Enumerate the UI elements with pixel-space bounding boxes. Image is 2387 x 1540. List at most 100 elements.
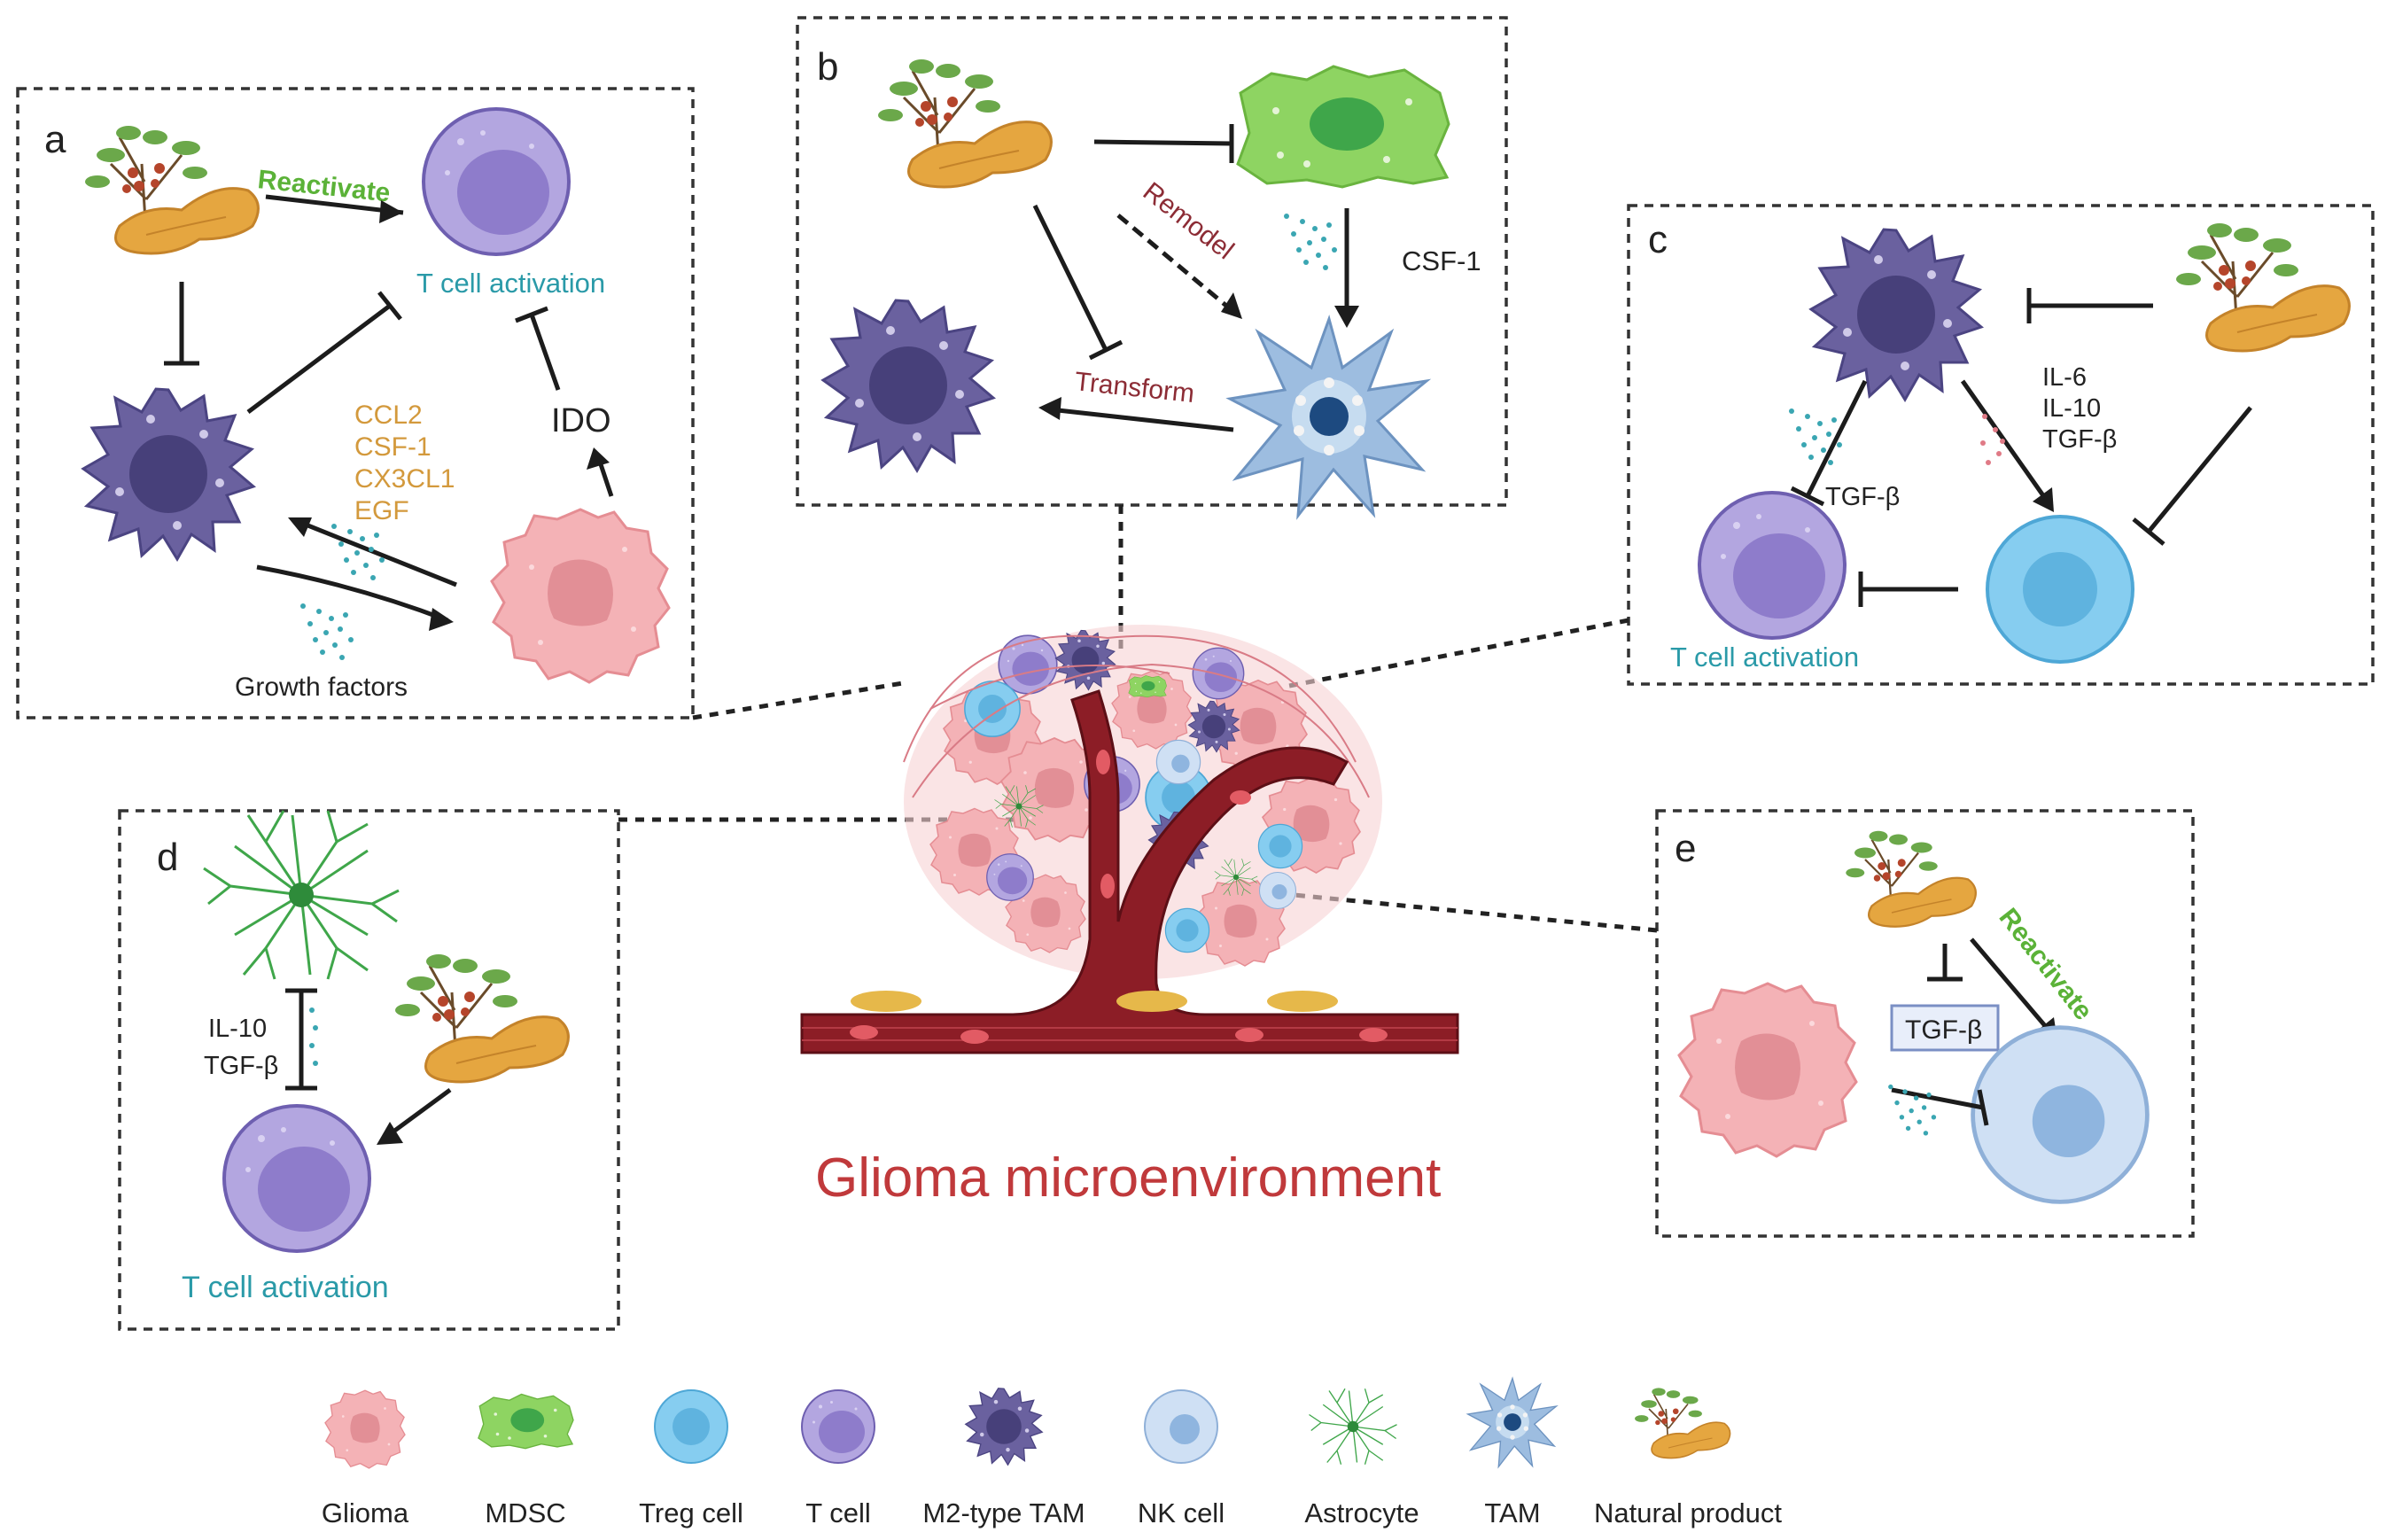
factor-cx3cl1: CX3CL1 [354,464,455,494]
inhibition-line [285,988,317,1091]
factor-il10: IL-10 [208,1015,267,1043]
tgf-beta-label: TGF-β [1905,1015,1982,1045]
arrow [1970,937,2049,1030]
growth-factors-label: Growth factors [235,673,408,702]
legend-label: T cell [805,1497,871,1528]
legend-label: NK cell [1138,1497,1225,1528]
transform-label: Transform [1073,367,1195,408]
legend-item-treg: Treg cell [639,1389,743,1528]
inhibition-line [246,291,402,414]
signal-dots [1980,414,2005,465]
natural-product-icon [1634,1387,1731,1459]
inhibition-line [2026,288,2153,323]
tgf-beta-label: TGF-β [1825,483,1900,511]
treg-cell-icon [654,1389,728,1464]
signal-dots [1789,408,1842,465]
csf1-label: CSF-1 [1402,245,1481,276]
factor-il6: IL-6 [2042,363,2087,392]
arrowhead [587,447,610,470]
legend-label: TAM [1484,1497,1540,1528]
signal-dots [1284,214,1337,270]
arrowhead [1038,397,1061,420]
connector-a [692,680,909,720]
connector-e [1293,892,1658,933]
glioma-cell-icon [1677,982,1858,1158]
connector-c [1284,618,1629,689]
t-cell-icon [222,1104,371,1253]
legend-item-m2-tam: M2-type TAM [922,1388,1085,1528]
natural-product-icon [393,953,570,1084]
arrow [256,564,448,623]
t-cell-activation-label: T cell activation [416,268,605,299]
factor-ccl2: CCL2 [354,401,423,430]
remodel-label: Remodel [1138,177,1240,266]
t-cell-activation-label: T cell activation [1670,642,1859,673]
panel-c: c IL-6 IL-10 TGF-β TGF-β T cell activati… [1627,204,2375,686]
arrow [296,518,457,587]
astrocyte-icon [1308,1388,1398,1466]
panel-a-frame [16,87,695,719]
panel-d-letter: d [157,836,178,879]
t-cell-icon [801,1389,875,1464]
inhibition-line [1858,572,1958,607]
glioma-cell-icon [324,1389,406,1469]
factor-list: CCL2 CSF-1 CX3CL1 EGF [354,401,455,525]
arrowhead [379,200,403,223]
inhibition-line [515,306,561,391]
signal-dots [309,1007,318,1066]
inhibition-line [1093,124,1234,163]
natural-product-icon [2174,222,2351,353]
inhibition-line [1032,204,1124,361]
factor-csf1: CSF-1 [354,432,432,462]
tam-icon [1466,1377,1558,1468]
astrocyte-icon [202,809,400,981]
treg-cell-icon [1986,515,2134,664]
natural-product-icon [1845,829,1977,928]
legend-item-natural-product: Natural product [1594,1387,1782,1528]
m2-tam-icon [965,1388,1043,1466]
remodel-arrow [1116,214,1233,312]
legend-item-tam: TAM [1466,1377,1558,1528]
panel-e-frame [1655,809,2195,1238]
signal-dots [300,603,354,660]
panel-d-frame [118,809,620,1331]
nk-cell-icon [1144,1389,1218,1464]
factor-egf: EGF [354,496,409,525]
inhibition-line [164,282,199,366]
factor-tgfb: TGF-β [2042,425,2117,454]
arrowhead [1334,306,1359,328]
panel-b: b CSF-1 Remodel Transform [796,16,1508,517]
panel-a: a Reactivate T cell activation CCL2 CSF-… [16,87,695,719]
m2-tam-icon [1809,228,1983,401]
glioma-cell-icon [490,508,671,684]
panel-e-letter: e [1675,827,1696,870]
nk-cell-icon [1973,1028,2148,1202]
legend-label: Treg cell [639,1497,743,1528]
transform-arrow [1049,407,1234,432]
diagram-title: Glioma microenvironment [815,1147,1441,1209]
legend: Glioma MDSC Treg cell T cell M2-type TAM… [322,1377,1782,1528]
legend-label: MDSC [485,1497,565,1528]
m2-tam-icon [821,299,995,472]
legend-label: Glioma [322,1497,409,1528]
legend-item-mdsc: MDSC [478,1393,574,1528]
glioma-microenvironment: Glioma microenvironment [618,505,1658,1209]
t-cell-activation-label: T cell activation [182,1271,389,1304]
natural-product-icon [83,124,260,255]
panel-e: e Reactivate TGF-β [1655,809,2195,1238]
m2-tam-icon [82,387,255,561]
legend-label: M2-type TAM [922,1497,1085,1528]
reactivate-label: Reactivate [1993,903,2097,1026]
panel-b-letter: b [817,45,838,89]
factor-list: IL-6 IL-10 TGF-β [2042,363,2117,454]
tgf-beta-box [1890,1004,2000,1052]
arrow [388,1087,452,1137]
legend-label: Natural product [1594,1497,1782,1528]
factor-il10: IL-10 [2042,394,2101,423]
panel-b-frame [796,16,1508,507]
tumor-mass [903,625,1382,979]
legend-item-glioma: Glioma [322,1389,409,1528]
t-cell-icon [1698,491,1847,640]
natural-product-icon [876,58,1053,189]
inhibition-line [1790,379,1868,507]
